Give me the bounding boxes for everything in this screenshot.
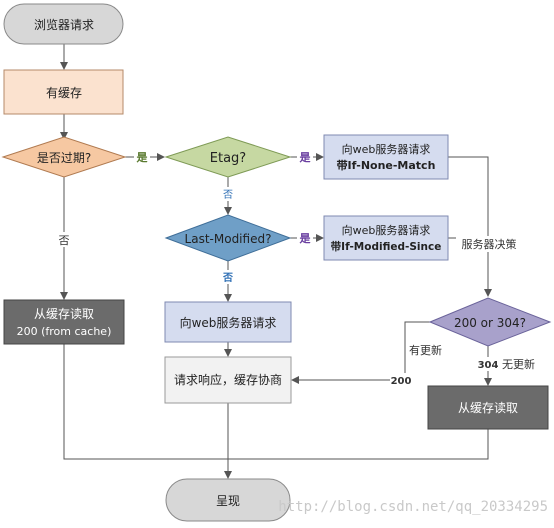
node-read-cache-304: 从缓存读取 — [427, 385, 549, 430]
node-request-if-modified-since: 向web服务器请求 带If-Modified-Since — [323, 215, 449, 261]
if-none-match-line2: 带If-None-Match — [337, 158, 436, 172]
last-modified-label: Last-Modified? — [185, 232, 272, 246]
connectors — [60, 44, 492, 479]
read-from-cache-line2: 200 (from cache) — [17, 325, 112, 338]
render-label: 呈现 — [216, 494, 240, 508]
watermark-text: http://blog.csdn.net/qq_20334295 — [278, 499, 548, 515]
node-request-if-none-match: 向web服务器请求 带If-None-Match — [323, 134, 449, 180]
label-lastmod-no: 否 — [222, 272, 233, 284]
label-code-304: 304 — [478, 360, 499, 371]
node-etag: Etag? — [164, 136, 292, 178]
node-request-server: 向web服务器请求 — [164, 301, 292, 343]
has-cache-label: 有缓存 — [46, 86, 82, 100]
label-updated: 有更新 — [409, 343, 442, 357]
etag-label: Etag? — [210, 151, 246, 166]
request-server-label: 向web服务器请求 — [180, 315, 277, 330]
label-etag-yes: 是 — [299, 151, 312, 164]
read-from-cache-line1: 从缓存读取 — [34, 307, 94, 321]
node-status-decision: 200 or 304? — [428, 297, 552, 347]
label-etag-no: 否 — [223, 189, 233, 201]
node-last-modified: Last-Modified? — [164, 214, 292, 262]
edge-read-cache-to-render — [63, 344, 228, 460]
label-expired-yes: 是 — [136, 151, 149, 164]
label-not-updated: 无更新 — [502, 357, 535, 371]
node-render: 呈现 — [165, 478, 291, 522]
response-negotiate-label: 请求响应，缓存协商 — [174, 372, 282, 387]
edge-decision-to-response-200 — [291, 321, 431, 384]
if-none-match-line1: 向web服务器请求 — [342, 142, 431, 156]
is-expired-label: 是否过期? — [37, 151, 91, 165]
if-modified-since-line1: 向web服务器请求 — [342, 223, 431, 237]
edge-labels: 是 否 是 否 是 否 服务器决策 有更新 200 304 无更新 — [56, 149, 535, 387]
label-lastmod-yes: 是 — [299, 232, 312, 245]
node-is-expired: 是否过期? — [1, 136, 127, 178]
node-has-cache: 有缓存 — [3, 69, 124, 115]
read-cache-304-label: 从缓存读取 — [458, 401, 518, 415]
label-expired-no: 否 — [59, 234, 70, 247]
edge-if-none-match-to-decision — [448, 156, 492, 297]
status-decision-label: 200 or 304? — [454, 316, 526, 330]
if-modified-since-line2: 带If-Modified-Since — [331, 240, 442, 253]
node-response-negotiate: 请求响应，缓存协商 — [164, 356, 292, 404]
label-code-200: 200 — [391, 376, 412, 387]
node-read-from-cache: 从缓存读取 200 (from cache) — [3, 299, 125, 345]
browser-request-label: 浏览器请求 — [34, 17, 94, 32]
edge-read-cache-304-to-render — [228, 429, 489, 460]
node-browser-request: 浏览器请求 — [3, 3, 124, 45]
label-server-decides: 服务器决策 — [462, 237, 517, 251]
